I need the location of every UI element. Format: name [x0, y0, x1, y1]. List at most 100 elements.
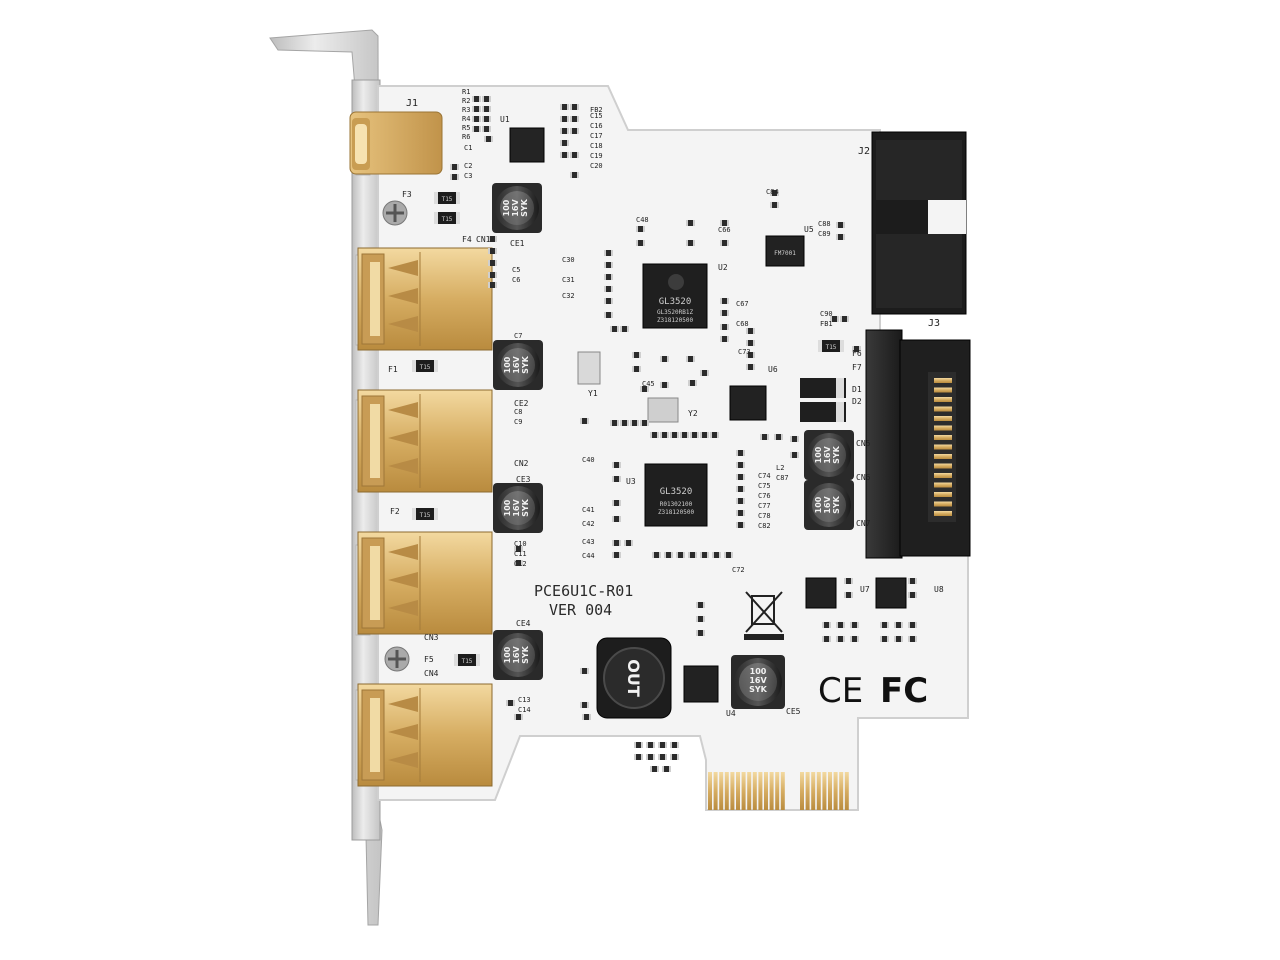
smd-body	[640, 420, 649, 426]
smd-pad	[770, 190, 772, 196]
smd-pad	[829, 636, 831, 642]
smd-resistor	[696, 616, 705, 622]
smd-resistor	[686, 240, 695, 246]
smd-pad	[636, 226, 638, 232]
smd-pad	[472, 106, 474, 112]
smd-resistor	[746, 340, 755, 346]
smd-pad	[727, 324, 729, 330]
smd-pad	[646, 754, 648, 760]
smd-pad	[727, 220, 729, 226]
capacitor-top	[501, 348, 535, 382]
fuse-body	[412, 508, 438, 520]
smd-pad	[693, 220, 695, 226]
smd-resistor	[472, 106, 481, 112]
capacitor-marking-line: SYK	[520, 198, 529, 217]
silkscreen-label: U6	[768, 365, 778, 374]
smd-resistor	[514, 560, 523, 566]
silkscreen-label: C5	[512, 266, 520, 274]
smd-pad	[604, 286, 606, 292]
smd-resistor	[696, 602, 705, 608]
usb-a-port[interactable]	[357, 247, 493, 351]
smd-resistor	[710, 432, 719, 438]
smd-resistor	[612, 552, 621, 558]
smd-body	[710, 432, 719, 438]
smd-resistor	[604, 262, 613, 268]
smd-resistor	[720, 298, 729, 304]
smd-resistor	[650, 766, 659, 772]
gold-finger	[747, 772, 752, 810]
smd-pad	[582, 714, 584, 720]
smd-pad	[634, 742, 636, 748]
smd-body	[604, 286, 613, 292]
chip-u3-marking-2: R01302100	[660, 501, 693, 508]
usb-a-port[interactable]	[357, 531, 493, 635]
smd-body	[688, 380, 697, 386]
sata-pin	[934, 387, 952, 393]
usb-a-ports	[357, 247, 493, 787]
j2-label: J2	[858, 146, 870, 157]
smd-pad	[727, 298, 729, 304]
smd-resistor	[696, 630, 705, 636]
smd-body	[790, 436, 799, 442]
smd-pad	[743, 486, 745, 492]
sata-pin	[934, 463, 952, 469]
gold-finger	[800, 772, 804, 810]
capacitor-marking-line: 100	[814, 496, 823, 513]
smd-pad	[727, 336, 729, 342]
smd-pad	[634, 754, 636, 760]
usb-a-port[interactable]	[357, 683, 493, 787]
chip-u3-gl3520: GL3520 R01302100 Z318120500	[644, 463, 708, 527]
board-model: PCE6U1C-R01	[534, 582, 633, 600]
smd-resistor	[612, 462, 621, 468]
smd-resistor	[636, 240, 645, 246]
sata-power-connector-j3[interactable]	[865, 329, 971, 559]
silkscreen-label: C10	[514, 540, 527, 548]
smd-pad	[472, 96, 474, 102]
smd-pad	[720, 240, 722, 246]
smd-body	[560, 104, 569, 110]
smd-body	[482, 116, 491, 122]
usb-a-spring	[388, 600, 418, 616]
smd-resistor	[482, 106, 491, 112]
usb-a-port[interactable]	[357, 389, 493, 493]
smd-body	[582, 714, 591, 720]
usb-a-spring	[388, 402, 418, 418]
smd-pad	[797, 452, 799, 458]
smd-pad	[843, 222, 845, 228]
smd-pad	[658, 754, 660, 760]
gold-finger	[805, 772, 810, 810]
smd-resistor	[700, 432, 709, 438]
smd-pad	[570, 152, 572, 158]
smd-pad	[489, 96, 491, 102]
smd-body	[488, 236, 497, 242]
smd-pad	[577, 152, 579, 158]
smd-pad	[488, 282, 490, 288]
smd-pad	[703, 602, 705, 608]
usb-header-j2[interactable]	[871, 131, 967, 315]
gold-finger	[741, 772, 746, 810]
silkscreen-label: C1	[464, 144, 472, 152]
smd-pad	[843, 636, 845, 642]
pcie-gold-fingers	[708, 772, 849, 810]
smd-pad	[774, 434, 776, 440]
usb-a-spring	[388, 544, 418, 560]
silkscreen-label: CE2	[514, 399, 529, 408]
smd-pad	[495, 236, 497, 242]
usb-a-spring	[388, 458, 418, 474]
smd-resistor	[670, 742, 679, 748]
smd-pad	[643, 240, 645, 246]
smd-pad	[859, 346, 861, 352]
gold-finger	[769, 772, 774, 810]
pcb-board	[377, 85, 969, 811]
smd-body	[720, 310, 729, 316]
usb-c-port[interactable]	[349, 111, 443, 175]
smd-pad	[915, 592, 917, 598]
smd-pad	[560, 140, 562, 146]
silkscreen-label: C41	[582, 506, 595, 514]
smd-resistor	[850, 636, 859, 642]
capacitor-marking-line: SYK	[749, 685, 768, 694]
smd-pad	[482, 96, 484, 102]
smd-body	[612, 540, 621, 546]
smd-pad	[736, 510, 738, 516]
